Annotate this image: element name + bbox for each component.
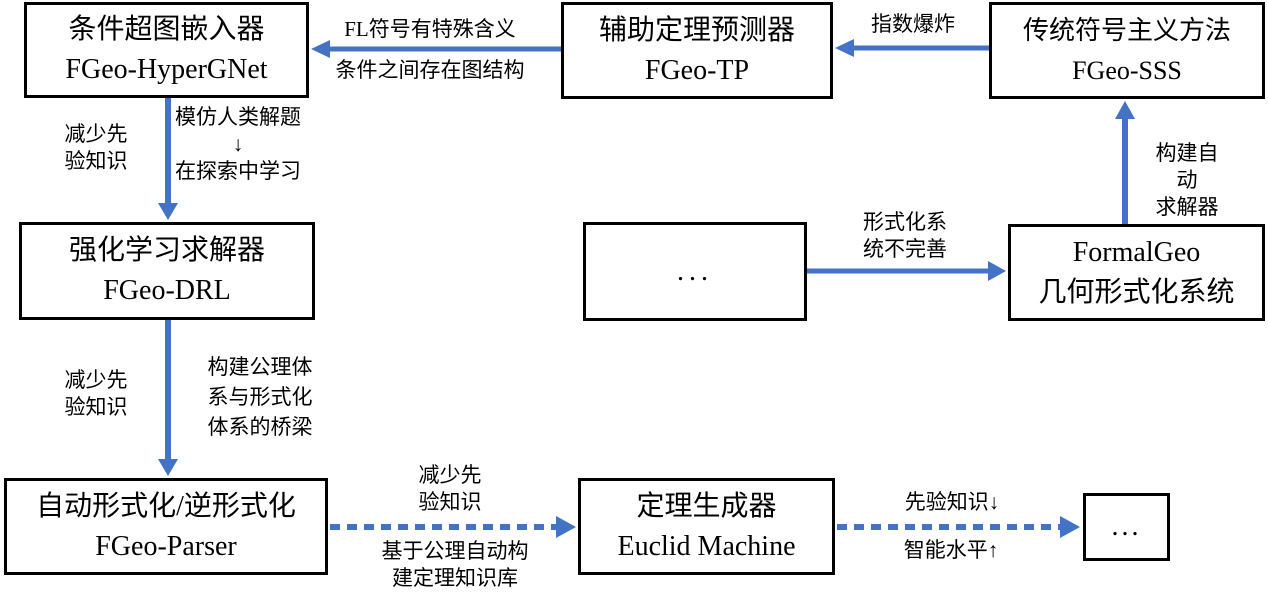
node-title: 定理生成器 — [636, 490, 777, 522]
arrow-formalgeo-to-sss — [1115, 101, 1135, 224]
node-subtitle: FGeo-DRL — [103, 275, 231, 306]
node-dots-mid: ... — [583, 222, 807, 321]
arrow-sss-to-tp — [835, 39, 989, 57]
node-sss: 传统符号主义方法 FGeo-SSS — [989, 2, 1265, 99]
node-subtitle: FGeo-TP — [644, 54, 750, 86]
edge-label-imitate-human: 模仿人类解题 ↓ 在探索中学习 — [175, 105, 301, 183]
node-dots-end: ... — [1083, 493, 1170, 561]
node-drl: 强化学习求解器 FGeo-DRL — [19, 222, 315, 320]
edge-label-prior-down: 先验知识↓ — [904, 490, 1000, 514]
node-title: 条件超图嵌入器 — [68, 14, 265, 45]
arrow-hypergnet-to-drl — [158, 98, 178, 220]
node-title: 辅助定理预测器 — [598, 14, 795, 46]
edge-label-reduce-prior-1: 减少先 验知识 — [64, 122, 128, 173]
edge-label-graph-structure: 条件之间存在图结构 — [335, 58, 525, 82]
ellipsis-text: ... — [1111, 511, 1142, 542]
edge-label-formal-system-imperfect: 形式化系 统不完善 — [863, 210, 947, 261]
node-title: 自动形式化/逆形式化 — [36, 490, 296, 522]
node-title: FormalGeo — [1072, 236, 1201, 268]
edge-label-reduce-prior-3: 减少先 验知识 — [418, 463, 482, 514]
arrow-tp-to-hypergnet — [311, 40, 561, 58]
arrow-parser-to-euclid — [330, 516, 576, 538]
node-subtitle: Euclid Machine — [617, 530, 796, 562]
node-subtitle: 几何形式化系统 — [1038, 276, 1235, 308]
arrow-euclid-to-dots — [837, 516, 1080, 538]
node-formalgeo: FormalGeo 几何形式化系统 — [1008, 224, 1265, 321]
node-parser: 自动形式化/逆形式化 FGeo-Parser — [4, 478, 328, 575]
node-title: 强化学习求解器 — [68, 235, 265, 266]
node-subtitle: FGeo-Parser — [95, 530, 237, 562]
edge-label-reduce-prior-2: 减少先 验知识 — [64, 368, 128, 419]
edge-label-axiom-theorem-kb: 基于公理自动构 建定理知识库 — [381, 539, 529, 590]
node-subtitle: FGeo-HyperGNet — [65, 54, 268, 85]
edge-label-fl-symbols: FL符号有特殊含义 — [344, 17, 516, 41]
edge-label-axiom-bridge: 构建公理体 系与形式化 体系的桥梁 — [207, 355, 313, 439]
edge-label-intelligence-up: 智能水平↑ — [903, 538, 999, 562]
node-euclid: 定理生成器 Euclid Machine — [578, 478, 835, 575]
node-subtitle: FGeo-SSS — [1072, 55, 1182, 85]
node-tp: 辅助定理预测器 FGeo-TP — [561, 2, 833, 99]
arrow-dots-to-formalgeo — [807, 261, 1006, 281]
arrow-drl-to-parser — [158, 320, 178, 476]
node-hypergnet: 条件超图嵌入器 FGeo-HyperGNet — [24, 2, 309, 98]
edge-label-exponential-explosion: 指数爆炸 — [871, 12, 955, 36]
node-title: 传统符号主义方法 — [1022, 15, 1231, 45]
ellipsis-text: ... — [677, 255, 713, 287]
edge-label-build-auto-solver: 构建自动 求解器 — [1155, 141, 1219, 219]
